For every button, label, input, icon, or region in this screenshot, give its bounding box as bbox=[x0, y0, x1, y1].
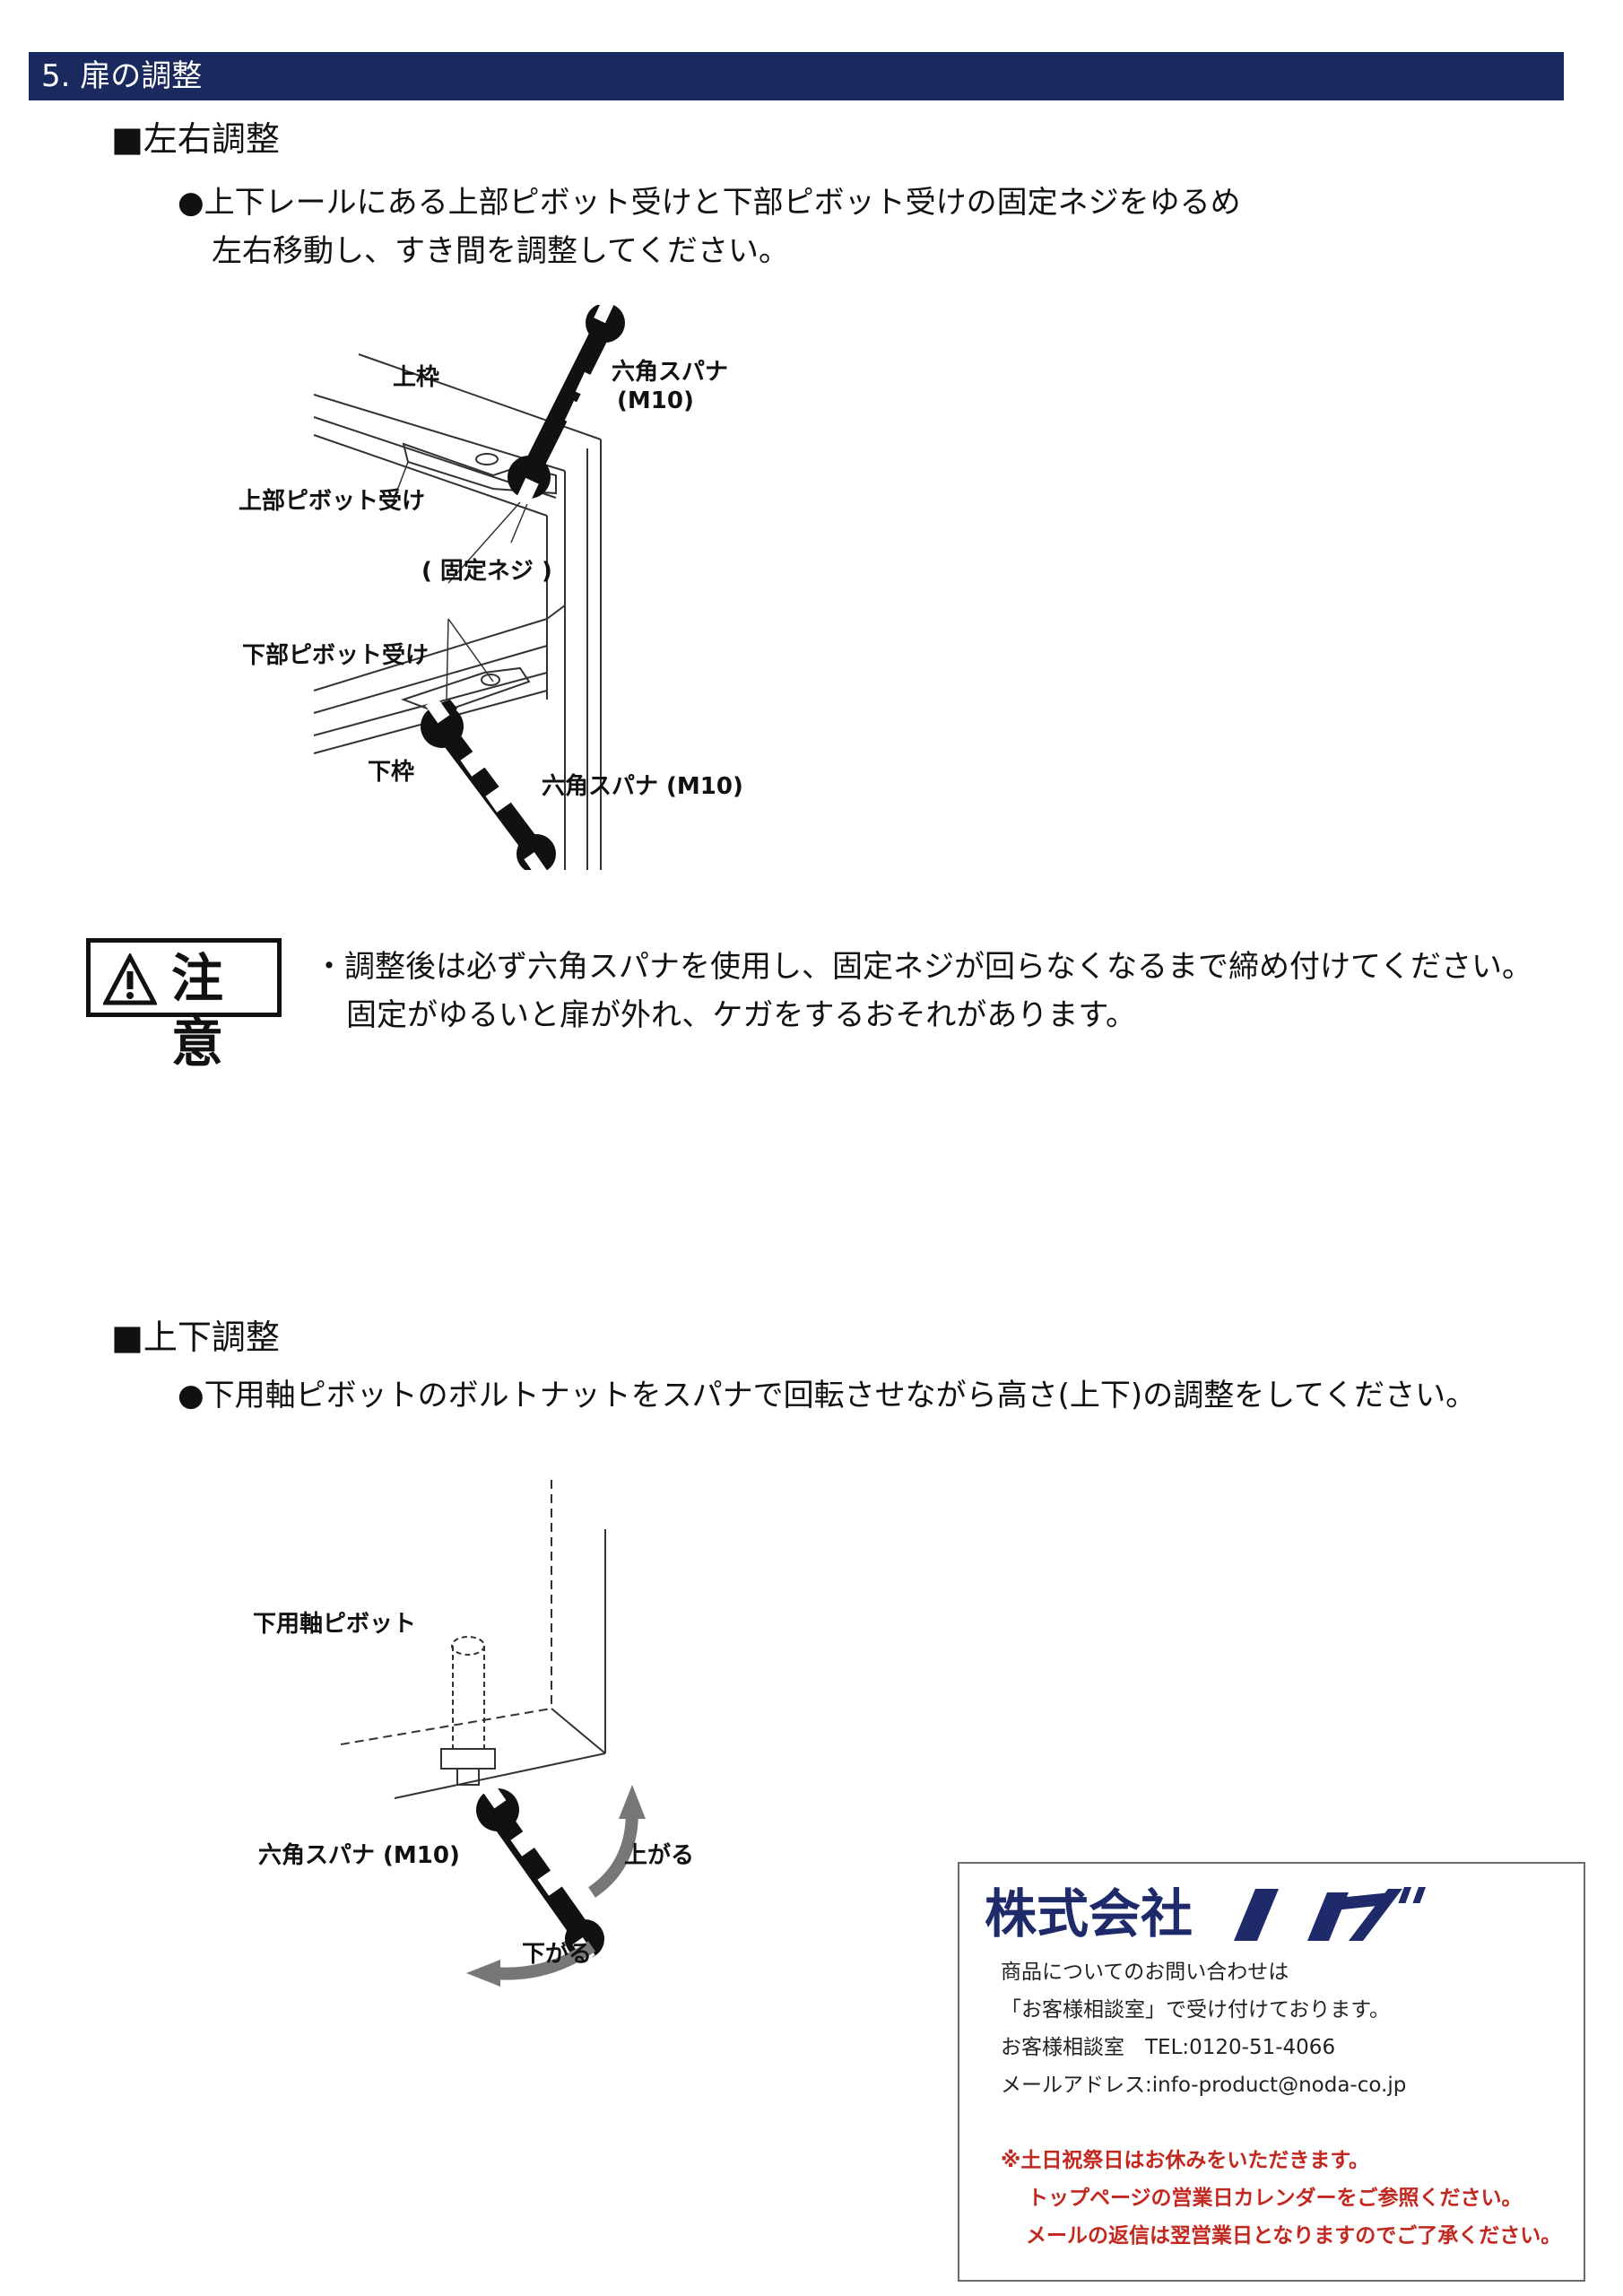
label-spanner-top-size: (M10) bbox=[617, 387, 694, 414]
company-note2: トップページの営業日カレンダーをご参照ください。 bbox=[1028, 2187, 1523, 2210]
company-note3: メールの返信は翌営業日となりますのでご了承ください。 bbox=[1026, 2224, 1562, 2248]
company-contact-box: 株式会社 商品についてのお問い合わせは 「お客様相談室」で受け付けております。 … bbox=[958, 1862, 1585, 2282]
company-email[interactable]: メールアドレス:info-product@noda-co.jp bbox=[1001, 2074, 1407, 2097]
wrench-bottom-icon bbox=[421, 697, 556, 870]
company-logo bbox=[1234, 1887, 1426, 1941]
caution-line1: ・調整後は必ず六角スパナを使用し、固定ネジが回らなくなるまで締め付けてください。 bbox=[314, 949, 1532, 985]
down-arrow-icon bbox=[492, 1941, 596, 1980]
up-arrow-icon bbox=[587, 1811, 638, 1898]
warning-icon bbox=[103, 953, 157, 1005]
label-spanner-bottom: 六角スパナ (M10) bbox=[542, 773, 743, 800]
horizontal-adjust-diagram bbox=[313, 305, 625, 870]
vertical-adjust-diagram bbox=[340, 1480, 646, 1987]
label-bottom-frame: 下枠 bbox=[368, 759, 415, 786]
section-header: 5. 扉の調整 bbox=[29, 52, 1564, 100]
label-lower-pivot-shaft: 下用軸ピボット bbox=[253, 1611, 417, 1638]
vertical-heading: ■上下調整 bbox=[111, 1318, 280, 1357]
horizontal-heading: ■左右調整 bbox=[111, 119, 280, 159]
caution-badge: 注意 bbox=[86, 938, 282, 1074]
vertical-instruction: ●下用軸ピボットのボルトナットをスパナで回転させながら高さ(上下)の調整をしてく… bbox=[178, 1378, 1477, 1413]
company-note1: ※土日祝祭日はお休みをいただきます。 bbox=[1001, 2149, 1370, 2172]
caution-label: 注意 bbox=[171, 948, 226, 1074]
label-upper-pivot: 上部ピボット受け bbox=[239, 488, 426, 515]
company-name: 株式会社 bbox=[985, 1883, 1193, 1944]
horizontal-instruction-line1: ●上下レールにある上部ピボット受けと下部ピボット受けの固定ネジをゆるめ bbox=[178, 185, 1241, 221]
company-line1: 商品についてのお問い合わせは bbox=[1001, 1961, 1289, 1984]
label-down: 下がる bbox=[522, 1941, 593, 1968]
horizontal-instruction-line2: 左右移動し、すき間を調整してください。 bbox=[212, 233, 789, 269]
company-phone: お客様相談室 TEL:0120-51-4066 bbox=[1001, 2036, 1336, 2059]
wrench-top-icon bbox=[508, 305, 625, 506]
wrench-vertical-icon bbox=[476, 1782, 604, 1962]
company-line2: 「お客様相談室」で受け付けております。 bbox=[1001, 1998, 1391, 2022]
label-spanner-vertical: 六角スパナ (M10) bbox=[258, 1842, 460, 1869]
label-lower-pivot: 下部ピボット受け bbox=[242, 642, 430, 669]
label-spanner-top: 六角スパナ bbox=[612, 359, 729, 386]
section-title: 5. 扉の調整 bbox=[41, 58, 203, 94]
label-up: 上がる bbox=[624, 1842, 695, 1869]
caution-line2: 固定がゆるいと扉が外れ、ケガをするおそれがあります。 bbox=[346, 997, 1136, 1033]
label-fixing-screw: ( 固定ネジ ) bbox=[421, 558, 552, 585]
label-top-frame: 上枠 bbox=[393, 364, 440, 391]
